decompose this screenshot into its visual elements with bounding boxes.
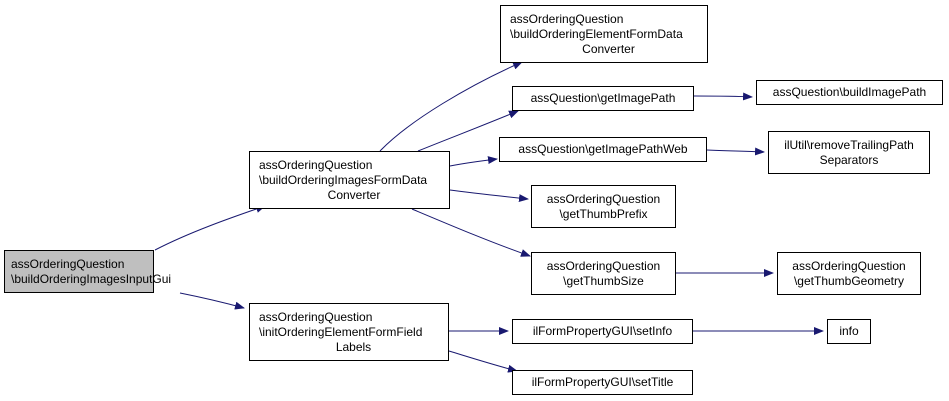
node-element-converter-line-2: \buildOrderingElementFormData (510, 26, 683, 41)
node-images-converter-line-1: assOrderingQuestion (259, 157, 373, 172)
node-images-converter-line-2: \buildOrderingImagesFormData (259, 172, 428, 187)
edge-images-converter-to-get-image-path-web (449, 156, 498, 167)
node-set-info-line-1: ilFormPropertyGUI\setInfo (532, 324, 673, 338)
node-images-converter-line-3: Converter (327, 187, 381, 202)
node-get-thumb-geometry-line-1: assOrderingQuestion (792, 258, 906, 273)
node-get-thumb-geometry[interactable]: assOrderingQuestion \getThumbGeometry (777, 252, 921, 295)
node-set-title[interactable]: ilFormPropertyGUI\setTitle (512, 370, 693, 395)
node-remove-trailing-line-2: Separators (819, 152, 879, 167)
node-root-line-1: assOrderingQuestion (11, 256, 125, 271)
node-init-labels[interactable]: assOrderingQuestion \initOrderingElement… (249, 303, 449, 361)
node-get-image-path[interactable]: assQuestion\getImagePath (512, 86, 694, 111)
edge-images-converter-to-element-converter (379, 61, 523, 152)
node-build-image-path-line-1: assQuestion\buildImagePath (772, 85, 927, 99)
node-get-thumb-prefix-line-1: assOrderingQuestion (546, 191, 661, 206)
node-build-image-path[interactable]: assQuestion\buildImagePath (756, 80, 943, 105)
node-root: assOrderingQuestion \buildOrderingImages… (4, 250, 171, 293)
node-init-labels-line-3: Labels (335, 339, 372, 354)
edge-images-converter-to-get-thumb-size (411, 208, 531, 257)
node-get-image-path-web-line-1: assQuestion\getImagePathWeb (518, 142, 688, 156)
edge-get-image-path-web-to-remove-trailing (706, 147, 765, 156)
node-get-thumb-size[interactable]: assOrderingQuestion \getThumbSize (531, 252, 676, 295)
node-init-labels-line-2: \initOrderingElementFormField (259, 324, 423, 339)
node-init-labels-line-1: assOrderingQuestion (259, 309, 373, 324)
node-get-thumb-size-line-1: assOrderingQuestion (546, 258, 661, 273)
edge-images-converter-to-get-thumb-prefix (449, 189, 529, 203)
edge-images-converter-to-get-image-path (417, 110, 519, 152)
node-get-thumb-size-line-2: \getThumbSize (563, 273, 644, 288)
edge-root-to-images-converter (154, 205, 266, 251)
node-remove-trailing-line-1: ilUtil\removeTrailingPath (784, 137, 914, 152)
node-set-info[interactable]: ilFormPropertyGUI\setInfo (512, 319, 693, 344)
edge-get-image-path-to-build-image-path (693, 92, 753, 101)
node-root-line-2: \buildOrderingImagesInputGui (11, 271, 172, 286)
node-get-thumb-prefix-line-2: \getThumbPrefix (559, 206, 648, 221)
edge-init-labels-to-set-title (448, 350, 518, 373)
node-get-image-path-line-1: assQuestion\getImagePath (530, 91, 676, 105)
node-element-converter-line-1: assOrderingQuestion (510, 11, 624, 26)
node-get-image-path-web[interactable]: assQuestion\getImagePathWeb (499, 137, 707, 162)
node-info-line-1: info (839, 324, 859, 338)
node-element-converter[interactable]: assOrderingQuestion \buildOrderingElemen… (500, 5, 708, 63)
node-images-converter[interactable]: assOrderingQuestion \buildOrderingImages… (249, 151, 450, 209)
node-get-thumb-prefix[interactable]: assOrderingQuestion \getThumbPrefix (531, 185, 676, 228)
node-get-thumb-geometry-line-2: \getThumbGeometry (793, 273, 905, 288)
edge-root-to-init-labels (179, 292, 245, 310)
node-info[interactable]: info (827, 319, 871, 344)
node-remove-trailing[interactable]: ilUtil\removeTrailingPath Separators (768, 131, 930, 174)
node-element-converter-line-3: Converter (582, 41, 635, 56)
node-set-title-line-1: ilFormPropertyGUI\setTitle (531, 375, 674, 389)
